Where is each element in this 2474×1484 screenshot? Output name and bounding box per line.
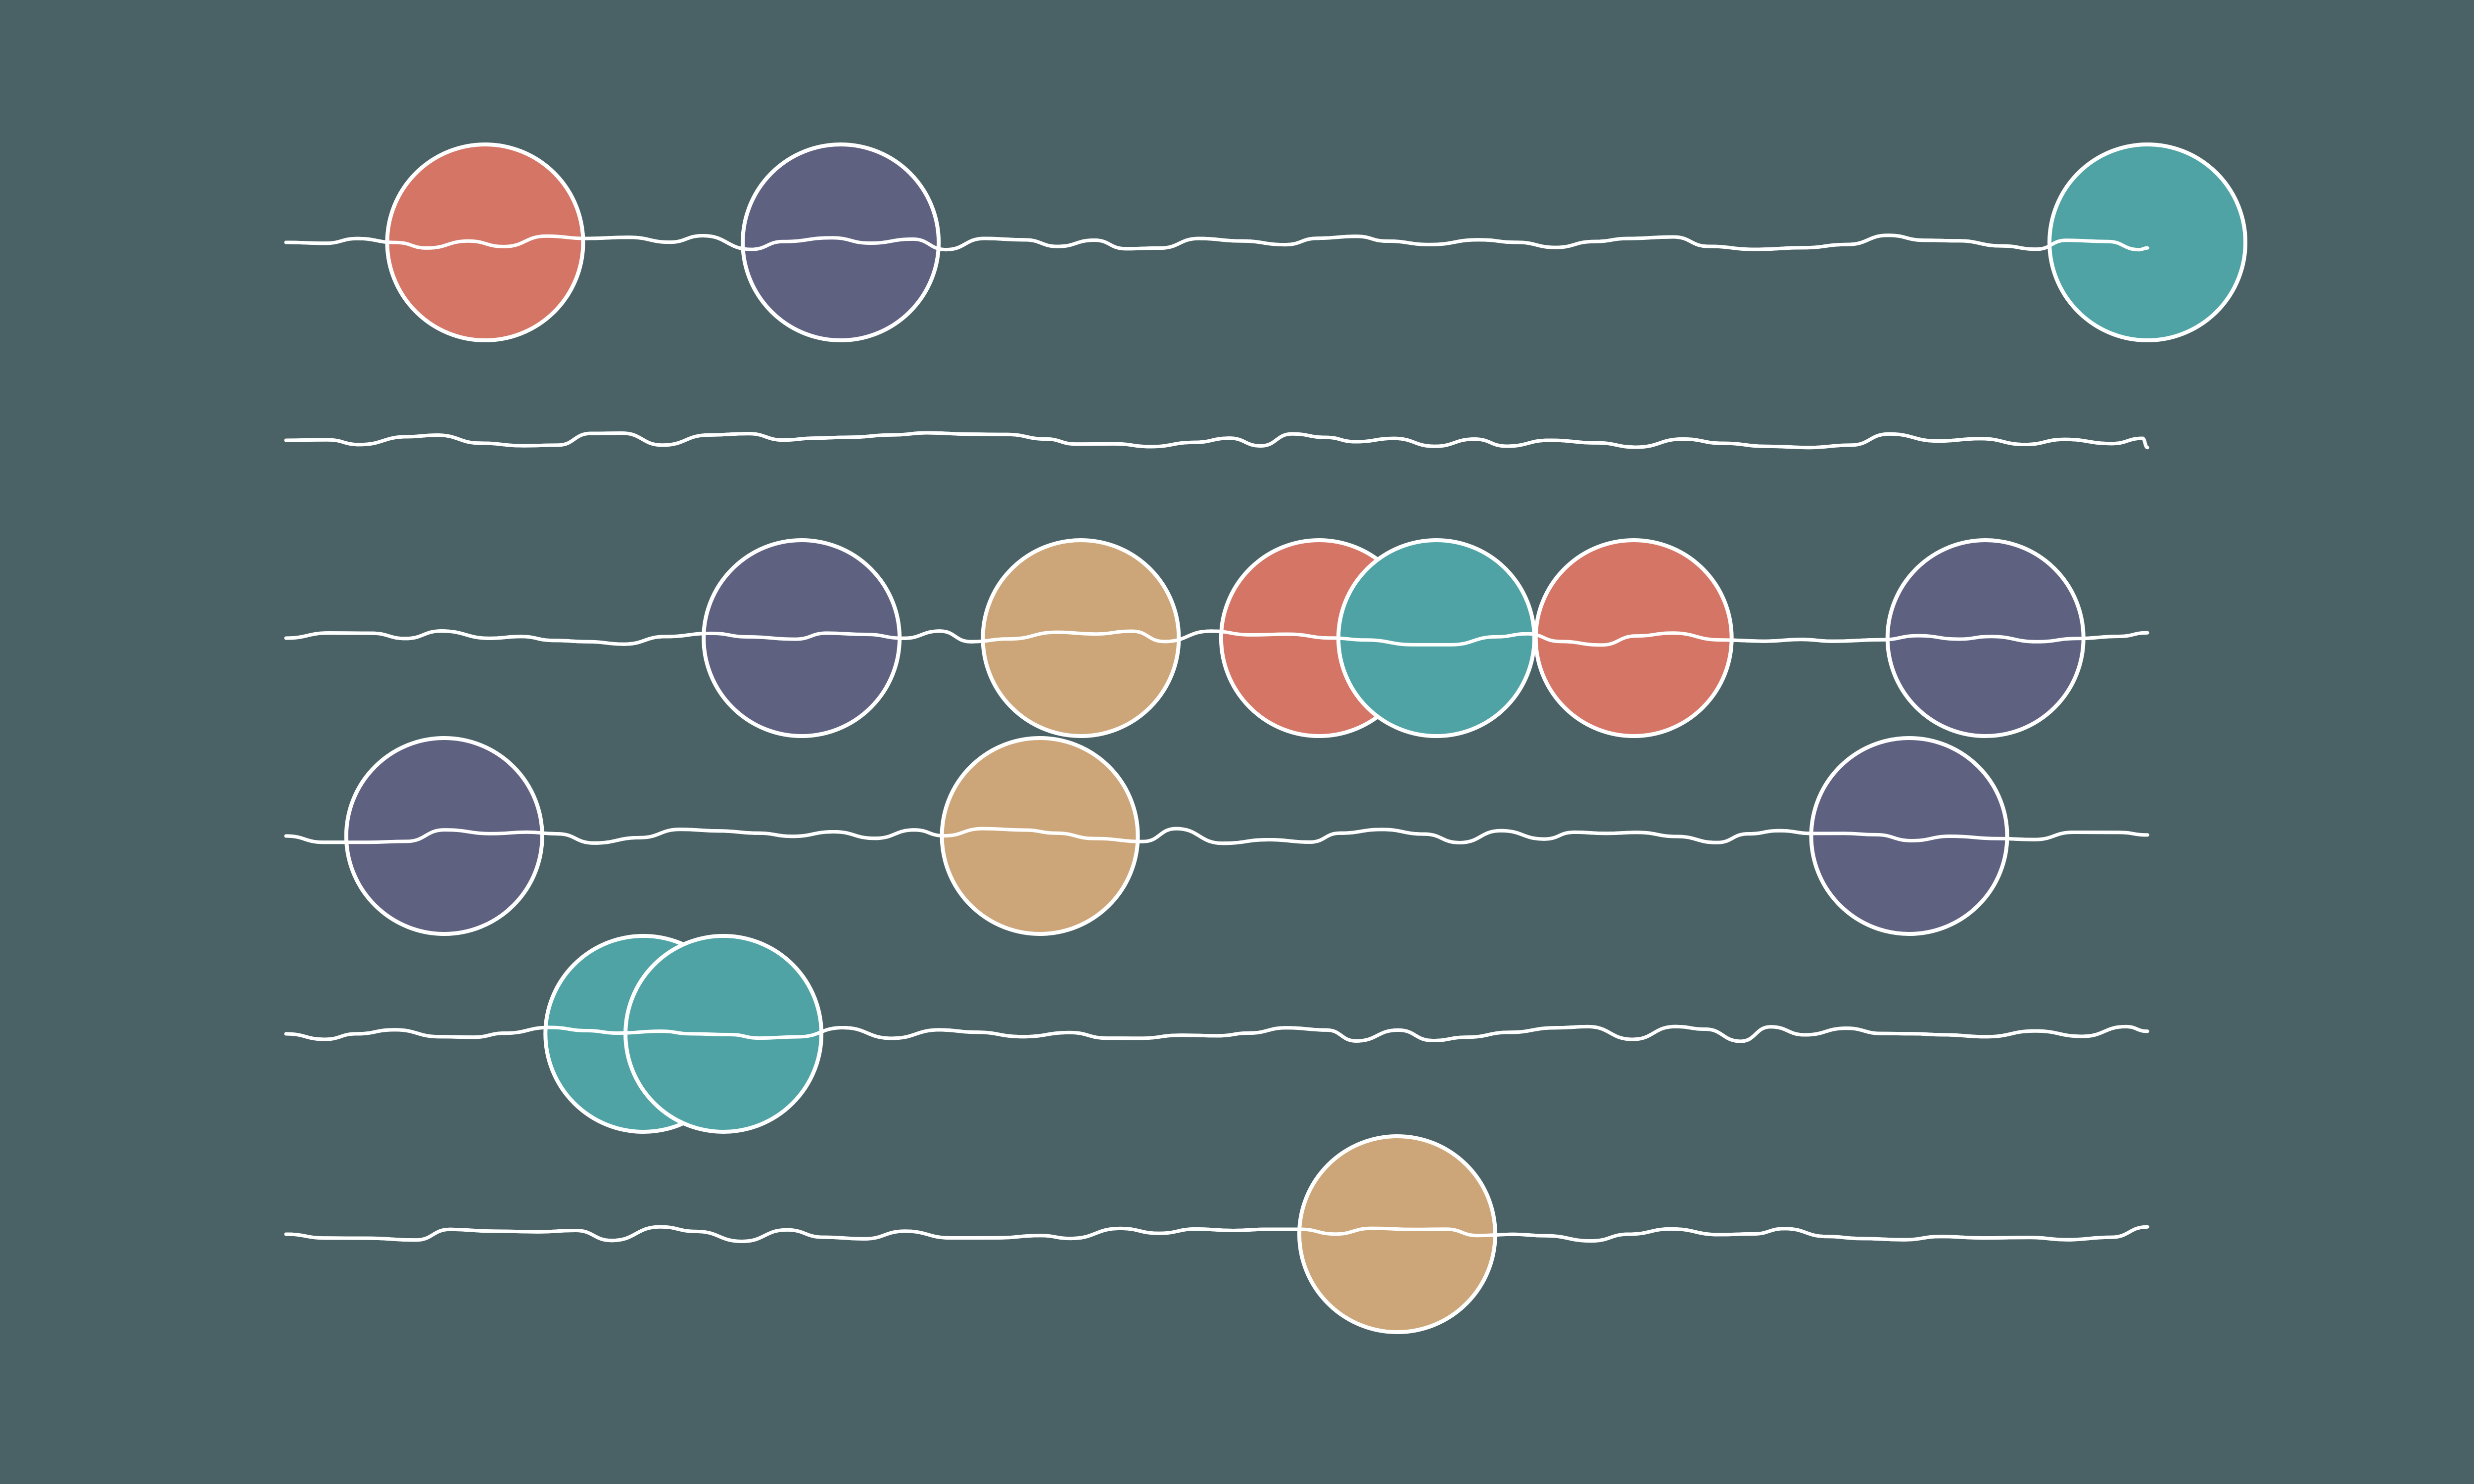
bead-row-1-3-teal	[2047, 142, 2247, 342]
bead-row-4-3-slate	[1809, 736, 2009, 936]
wire-row-2	[284, 431, 2149, 450]
wire-row-6	[284, 1225, 2149, 1243]
bead-row-4-2-sand	[940, 736, 1140, 936]
beads	[344, 142, 2247, 1334]
bead-row-3-4-teal	[1336, 538, 1536, 738]
wire-row-4	[284, 827, 2149, 845]
bead-row-1-2-slate	[741, 142, 941, 342]
wire-row-5	[284, 1024, 2149, 1043]
wire-row-1	[284, 233, 2149, 252]
bead-row-4-1-slate	[344, 736, 544, 936]
wire-overlay	[284, 233, 2149, 1243]
wire-row-3	[284, 629, 2149, 647]
bead-row-3-5-coral	[1533, 538, 1734, 738]
